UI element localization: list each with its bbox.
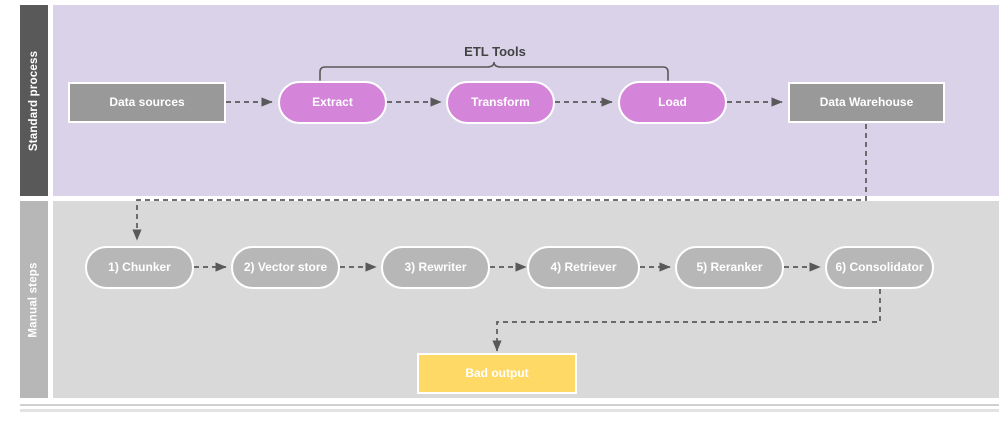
node-data-sources[interactable]: Data sources bbox=[68, 82, 226, 123]
node-label-data-sources: Data sources bbox=[109, 94, 185, 109]
lane-label-manual-steps: Manual steps bbox=[28, 261, 41, 338]
node-transform[interactable]: Transform bbox=[446, 81, 555, 124]
node-label-load: Load bbox=[658, 94, 687, 109]
node-bad-output[interactable]: Bad output bbox=[417, 353, 577, 394]
node-reranker[interactable]: 5) Reranker bbox=[675, 246, 784, 289]
node-label-extract: Extract bbox=[312, 94, 353, 109]
node-label-data-warehouse: Data Warehouse bbox=[819, 94, 914, 109]
node-chunker[interactable]: 1) Chunker bbox=[85, 246, 194, 289]
pool-divider-line-bottom bbox=[20, 409, 999, 412]
node-label-reranker: 5) Reranker bbox=[696, 259, 763, 274]
lane-label-standard-process: Standard process bbox=[28, 50, 40, 151]
node-label-vector-store: 2) Vector store bbox=[243, 259, 328, 274]
node-label-rewriter: 3) Rewriter bbox=[404, 259, 467, 274]
node-label-retriever: 4) Retriever bbox=[550, 259, 617, 274]
node-load[interactable]: Load bbox=[618, 81, 727, 124]
node-label-chunker: 1) Chunker bbox=[108, 259, 171, 274]
node-retriever[interactable]: 4) Retriever bbox=[527, 246, 640, 289]
node-extract[interactable]: Extract bbox=[278, 81, 387, 124]
node-label-consolidator: 6) Consolidator bbox=[835, 259, 924, 274]
node-data-warehouse[interactable]: Data Warehouse bbox=[788, 82, 945, 123]
node-label-bad-output: Bad output bbox=[465, 365, 529, 380]
node-rewriter[interactable]: 3) Rewriter bbox=[381, 246, 490, 289]
lane-header-standard-process: Standard process bbox=[20, 5, 48, 196]
node-vector-store[interactable]: 2) Vector store bbox=[231, 246, 340, 289]
lane-header-manual-steps: Manual steps bbox=[20, 201, 48, 398]
node-label-transform: Transform bbox=[471, 94, 530, 109]
node-consolidator[interactable]: 6) Consolidator bbox=[825, 246, 934, 289]
etl-tools-label: ETL Tools bbox=[464, 44, 526, 59]
pool-divider-line-top bbox=[20, 404, 999, 406]
